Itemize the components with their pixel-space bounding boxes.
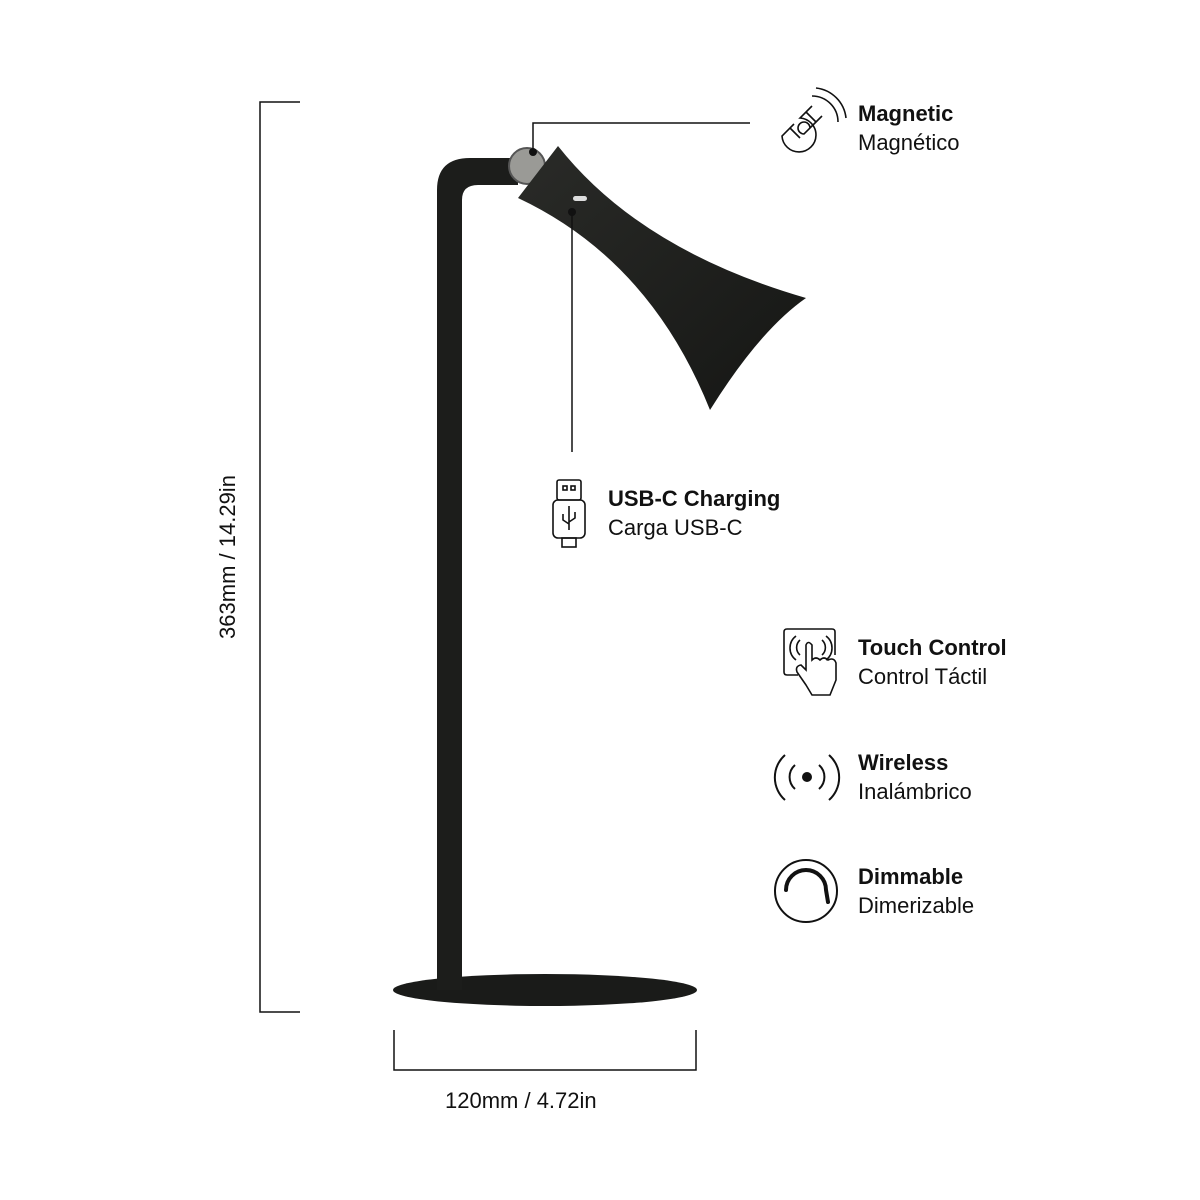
lamp-base [393, 974, 697, 1006]
feature-title: Touch Control [858, 635, 1007, 660]
lamp-illustration [393, 146, 806, 1006]
feature-title: USB-C Charging [608, 486, 781, 511]
magnet-icon [781, 87, 847, 153]
usb-plug-icon [552, 479, 586, 548]
feature-subtitle: Carga USB-C [608, 515, 743, 540]
feature-dimmable: Dimmable Dimerizable [858, 862, 974, 920]
magnetic-callout-line [532, 122, 750, 152]
wireless-icon [773, 754, 841, 801]
feature-touch-control: Touch Control Control Táctil [858, 633, 1007, 691]
feature-wireless: Wireless Inalámbrico [858, 748, 972, 806]
lamp-pole [437, 158, 518, 990]
feature-subtitle: Dimerizable [858, 893, 975, 918]
feature-title: Wireless [858, 750, 949, 775]
dimmer-icon [774, 859, 838, 923]
width-dimension-line [393, 1030, 697, 1071]
feature-subtitle: Inalámbrico [858, 779, 972, 804]
feature-title: Dimmable [858, 864, 964, 889]
feature-usb-c: USB-C Charging Carga USB-C [608, 484, 780, 542]
touch-hand-icon [783, 628, 837, 696]
width-dimension-label: 120mm / 4.72in [445, 1088, 597, 1113]
feature-title: Magnetic [858, 101, 954, 126]
feature-subtitle: Magnético [858, 130, 960, 155]
height-dimension-line [259, 101, 300, 1013]
feature-magnetic: Magnetic Magnético [858, 99, 960, 157]
lamp-shade [518, 146, 806, 410]
usb-c-port [573, 196, 587, 201]
height-dimension-label: 363mm / 14.29in [215, 475, 240, 639]
feature-subtitle: Control Táctil [858, 664, 988, 689]
